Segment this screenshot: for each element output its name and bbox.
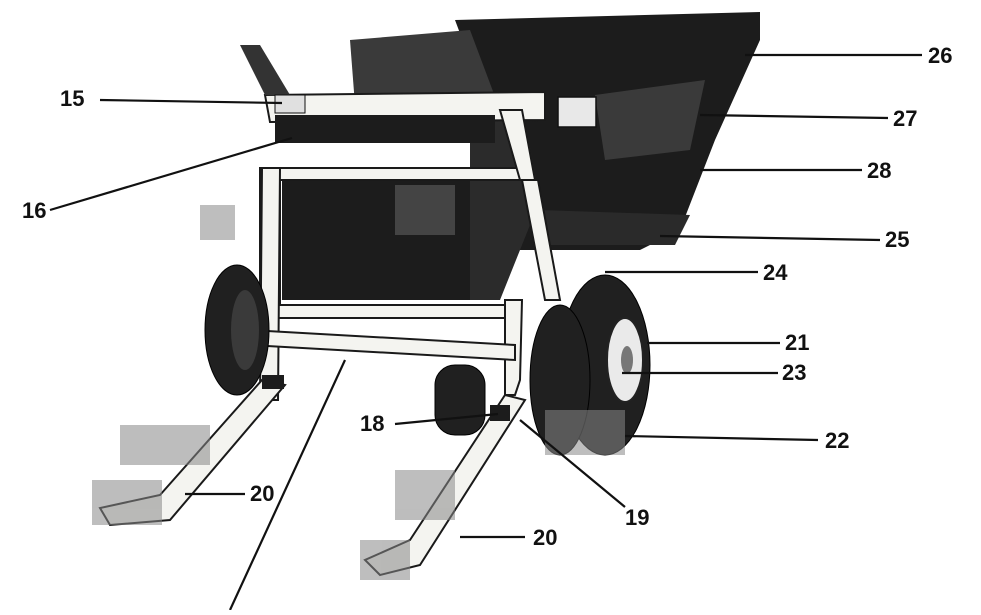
callout-15: 15 [60, 86, 85, 111]
callout-18: 18 [360, 411, 385, 436]
callout-23: 23 [782, 360, 807, 385]
leader-15 [99, 98, 283, 105]
hopper-plate [557, 96, 597, 128]
leader-27 [699, 113, 889, 120]
callout-16: 16 [22, 198, 47, 223]
callout-26: 26 [928, 43, 953, 68]
leader-22 [624, 434, 819, 442]
callout-28: 28 [867, 158, 892, 183]
main-frame [249, 109, 562, 401]
callout-25: 25 [885, 227, 910, 252]
callout-22: 22 [825, 428, 850, 453]
top-deck [240, 45, 546, 143]
callout-24: 24 [763, 260, 788, 285]
center-wheel [434, 364, 486, 436]
leader-18 [394, 412, 499, 426]
left-wheel [204, 264, 270, 396]
leader-bottom [229, 359, 346, 611]
callout-19: 19 [625, 505, 650, 530]
callout-20-right: 20 [533, 525, 558, 550]
leader-19 [519, 419, 626, 508]
leader-16 [49, 136, 293, 212]
callout-21: 21 [785, 330, 810, 355]
leader-25 [659, 234, 881, 242]
ground-texture [92, 205, 625, 580]
callout-27: 27 [893, 106, 918, 131]
leader-lines [49, 53, 922, 611]
callout-20-left: 20 [250, 481, 275, 506]
